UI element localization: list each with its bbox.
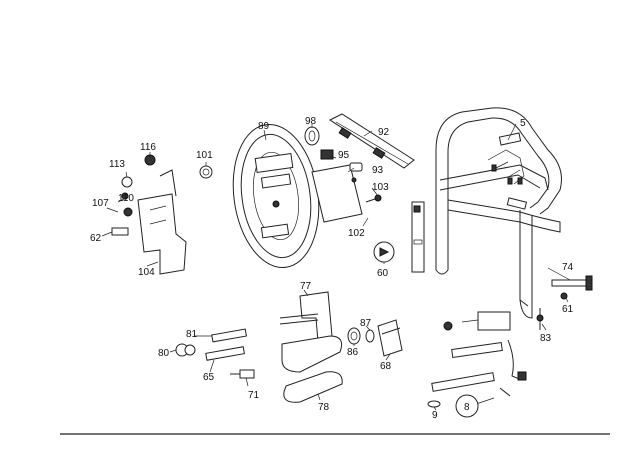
bolt-74 [551,275,593,300]
mounting-plate [311,164,363,223]
callout-9: 9 [432,410,438,421]
callout-74: 74 [562,262,574,273]
callout-80: 80 [158,348,170,359]
callout-8: 8 [464,402,470,413]
washer-9 [427,400,441,408]
callout-62: 62 [90,233,102,244]
callout-circle-8 [455,394,479,418]
bushing-87 [365,329,375,343]
hinge-right [443,311,511,331]
clip-95 [320,149,334,160]
callout-68: 68 [380,361,392,372]
callout-65: 65 [203,372,215,383]
plate-68 [377,319,403,357]
nut-101 [199,165,213,179]
callout-60: 60 [377,268,389,279]
bolt-81 [211,328,248,343]
bracket-104 [111,154,187,275]
callout-103: 103 [372,182,389,193]
callout-93: 93 [372,165,384,176]
carrier-frame [435,107,562,319]
bolt-65 [205,346,245,361]
callout-116: 116 [140,142,156,153]
arm-78 [281,335,343,403]
callout-101: 101 [196,150,213,161]
callout-102: 102 [348,228,365,239]
bushing-86 [347,327,361,345]
callout-98: 98 [305,116,317,127]
wrench-60 [373,201,425,273]
leader-lines [101,123,571,411]
nut-80 [175,343,196,357]
callout-92: 92 [378,127,390,138]
callout-81: 81 [186,329,198,340]
wheel-rail [328,113,415,169]
callout-71: 71 [248,390,260,401]
callout-78: 78 [318,402,330,413]
callout-87: 87 [360,318,372,329]
callout-61: 61 [562,304,574,315]
callout-110: 110 [118,193,134,204]
callout-86: 86 [347,347,359,358]
clip-98 [304,126,320,146]
gas-strut-8 [431,372,511,397]
strut-upper [451,341,503,359]
callout-5: 5 [520,118,526,129]
callout-104: 104 [138,267,155,278]
screw-103 [365,194,382,203]
callout-77: 77 [300,281,312,292]
screw-71 [230,369,255,379]
callout-89: 89 [258,121,270,132]
callout-83: 83 [540,333,552,344]
hinge-77 [279,291,333,343]
callout-113: 113 [109,159,125,170]
spare-wheel [232,123,320,269]
callout-107: 107 [92,198,109,209]
cable-assembly [507,308,544,381]
callout-95: 95 [338,150,350,161]
grommet-113 [121,176,133,188]
